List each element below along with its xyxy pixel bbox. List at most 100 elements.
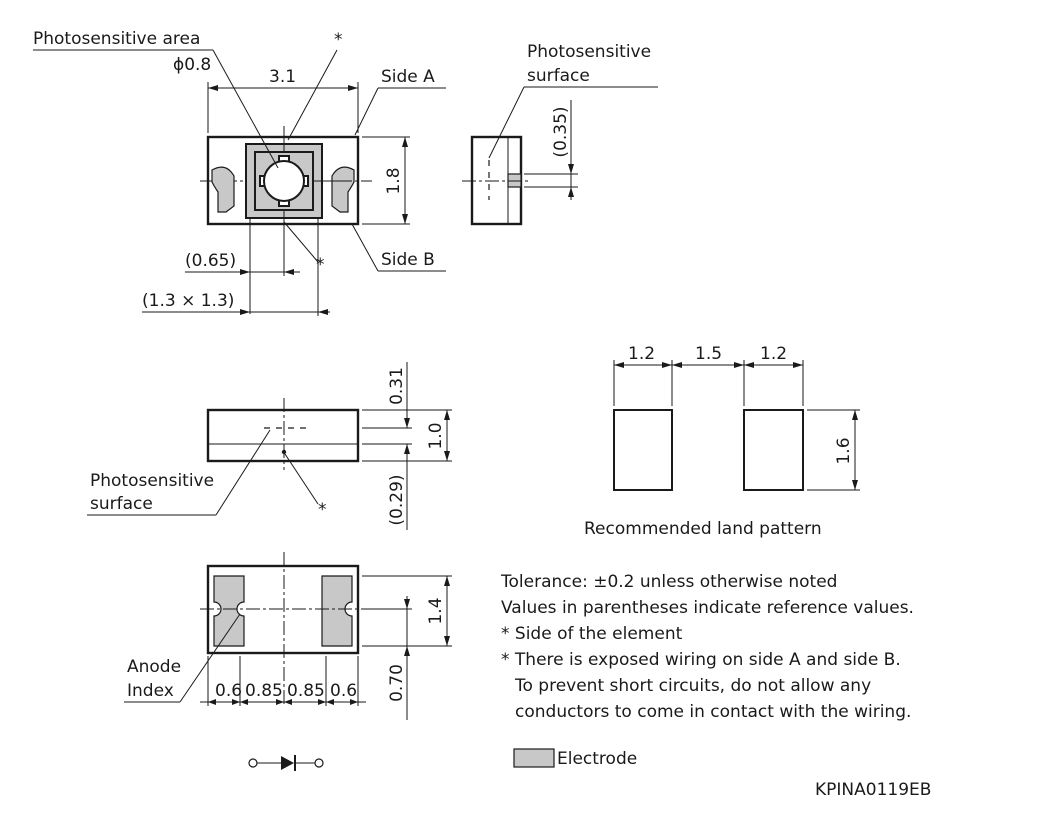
bottom-view: Anode Index 0.6 0.85 0.85 0.6 1.4 [124, 552, 452, 720]
bdim-arrow-3 [240, 699, 248, 705]
dim-13x13-label: (1.3 × 1.3) [142, 291, 234, 311]
dim-031-label: 0.31 [387, 367, 407, 405]
photosensitive-area-label: Photosensitive area [33, 29, 200, 49]
photosensitive-area-circle [263, 160, 305, 202]
side-view: Photosensitive surface (0.35) [462, 42, 658, 226]
dim-14-label: 1.4 [426, 597, 446, 624]
land-pattern: 1.2 1.5 1.2 1.6 Recommended land pattern [584, 344, 860, 539]
front-surface-leader [215, 429, 271, 516]
dim-070-label: 0.70 [387, 664, 407, 702]
ldim-arrow-3 [672, 362, 682, 368]
dim-1-8-arrow-bottom [402, 214, 408, 224]
dim-031-arrow [404, 418, 410, 428]
land-dim-label-0: 1.2 [628, 344, 655, 364]
diode-triangle [281, 756, 294, 770]
land-dim-label-1: 1.5 [695, 344, 722, 364]
land-pad-left [613, 409, 673, 491]
dim-035-arrow-bottom [568, 187, 574, 197]
side-b-label: Side B [381, 250, 435, 270]
dim-029-label: (0.29) [387, 474, 407, 525]
land-h-arrow-top [852, 410, 858, 420]
dim-035-arrow-top [568, 164, 574, 174]
dim-13-arrow-right [318, 309, 328, 315]
bdim-arrow-6 [318, 699, 326, 705]
height-dim-1-8: 1.8 [384, 167, 404, 194]
photosensitive-area-leader [212, 49, 279, 169]
bdim-label-0: 0.6 [215, 681, 242, 701]
bottom-asterisk-label: * [316, 255, 325, 275]
land-dim-label-2: 1.2 [760, 344, 787, 364]
anode-label-line1: Anode [127, 657, 181, 677]
dim-3-1-arrow-left [208, 85, 218, 91]
dim-10-arrow-top [444, 410, 450, 420]
top-asterisk-label: * [334, 30, 343, 50]
front-asterisk-leader [284, 453, 319, 505]
dim-13-arrow-left [240, 309, 250, 315]
notes-block: Tolerance: ±0.2 unless otherwise noted V… [500, 572, 914, 722]
front-surface-label-line1: Photosensitive [90, 471, 214, 491]
note-line-2: * Side of the element [501, 624, 683, 644]
electrode-legend-swatch [513, 748, 555, 768]
dim-10-arrow-bottom [444, 451, 450, 461]
top-view-left-pad [211, 166, 235, 213]
bottom-view-anode-pad [213, 575, 245, 647]
ldim-arrow-4 [734, 362, 744, 368]
width-dim-3-1: 3.1 [269, 67, 296, 87]
electrode-legend: Electrode [513, 748, 637, 769]
note-line-0: Tolerance: ±0.2 unless otherwise noted [500, 572, 837, 592]
dim-14-arrow-top [444, 576, 450, 586]
top-view: Photosensitive area ϕ0.8 * 3.1 Side A 1.… [33, 29, 446, 316]
ldim-arrow-2 [662, 362, 672, 368]
diode-terminal-right [314, 758, 324, 768]
side-a-leader [354, 87, 379, 136]
front-surface-label-line2: surface [90, 494, 153, 514]
bottom-asterisk-leader [283, 221, 319, 263]
dim-1-8-arrow-top [402, 137, 408, 147]
phi-label: ϕ0.8 [173, 55, 211, 75]
ldim-arrow-5 [744, 362, 754, 368]
bdim-arrow-5 [284, 699, 292, 705]
side-surface-leader [488, 86, 525, 159]
dim-14-arrow-bottom [444, 636, 450, 646]
photodiode-symbol [248, 755, 324, 771]
bdim-arrow-4 [276, 699, 284, 705]
note-line-3: * There is exposed wiring on side A and … [501, 650, 901, 670]
bdim-label-2: 0.85 [287, 681, 325, 701]
dim-065-label: (0.65) [185, 251, 236, 271]
dim-065-arrow-right [284, 269, 294, 275]
top-view-right-pad [331, 166, 355, 213]
electrode-legend-label: Electrode [557, 749, 637, 769]
front-asterisk-label: * [318, 500, 327, 520]
dim-029-arrow [404, 444, 410, 454]
land-height-label: 1.6 [834, 437, 854, 464]
drawing-code: KPINA0119EB [815, 780, 931, 800]
note-line-5: conductors to come in contact with the w… [515, 702, 911, 722]
top-asterisk-leader [287, 49, 338, 141]
bdim-arrow-2 [232, 699, 240, 705]
dim-3-1-arrow-right [348, 85, 358, 91]
bdim-label-3: 0.6 [330, 681, 357, 701]
bdim-arrow-7 [326, 699, 334, 705]
dim-10-label: 1.0 [426, 422, 446, 449]
side-b-leader [351, 223, 379, 272]
note-line-4: To prevent short circuits, do not allow … [514, 676, 871, 696]
dim-065-arrow-left [240, 269, 250, 275]
ldim-arrow-6 [793, 362, 803, 368]
side-a-label: Side A [381, 67, 435, 87]
land-pattern-caption: Recommended land pattern [584, 519, 822, 539]
diode-terminal-left [248, 758, 258, 768]
dim-070-arrow-bottom [404, 646, 410, 656]
bdim-arrow-8 [350, 699, 358, 705]
anode-label-line2: Index [127, 681, 174, 701]
note-line-1: Values in parentheses indicate reference… [501, 598, 914, 618]
side-surface-label-line2: surface [527, 66, 590, 86]
front-view: 0.31 1.0 (0.29) Photosensitive surface * [87, 362, 452, 530]
dim-070-arrow-top [404, 599, 410, 609]
bdim-arrow-1 [208, 699, 216, 705]
land-h-arrow-bottom [852, 480, 858, 490]
land-pad-right [743, 409, 804, 491]
anode-leader [179, 613, 241, 703]
bottom-view-cathode-pad [321, 575, 353, 647]
ldim-arrow-1 [614, 362, 624, 368]
